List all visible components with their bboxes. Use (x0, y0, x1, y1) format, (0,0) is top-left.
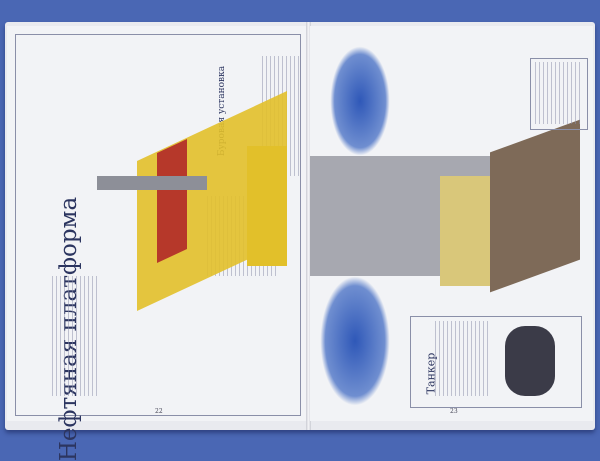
info-box (530, 58, 588, 130)
seabed-section (490, 119, 580, 293)
right-page: 23 (310, 26, 593, 421)
platform-leg (247, 146, 287, 266)
sea-illustration (320, 276, 390, 406)
info-text (535, 62, 583, 124)
left-page: Нефтяная платформа Буровая установка 22 (7, 26, 307, 461)
tanker-inset (410, 316, 582, 408)
tanker-heading: Танкер (424, 352, 438, 395)
page-number: 23 (450, 408, 458, 415)
page-frame (15, 34, 301, 416)
page-number: 22 (155, 408, 163, 415)
derrick-illustration (97, 176, 207, 190)
tanker-illustration (505, 326, 555, 396)
open-book: Нефтяная платформа Буровая установка 22 … (5, 22, 595, 461)
tanker-text (435, 321, 490, 396)
body-text (52, 276, 97, 396)
sea-illustration (330, 46, 390, 156)
book-spine (306, 22, 311, 430)
platform-module (157, 139, 187, 263)
